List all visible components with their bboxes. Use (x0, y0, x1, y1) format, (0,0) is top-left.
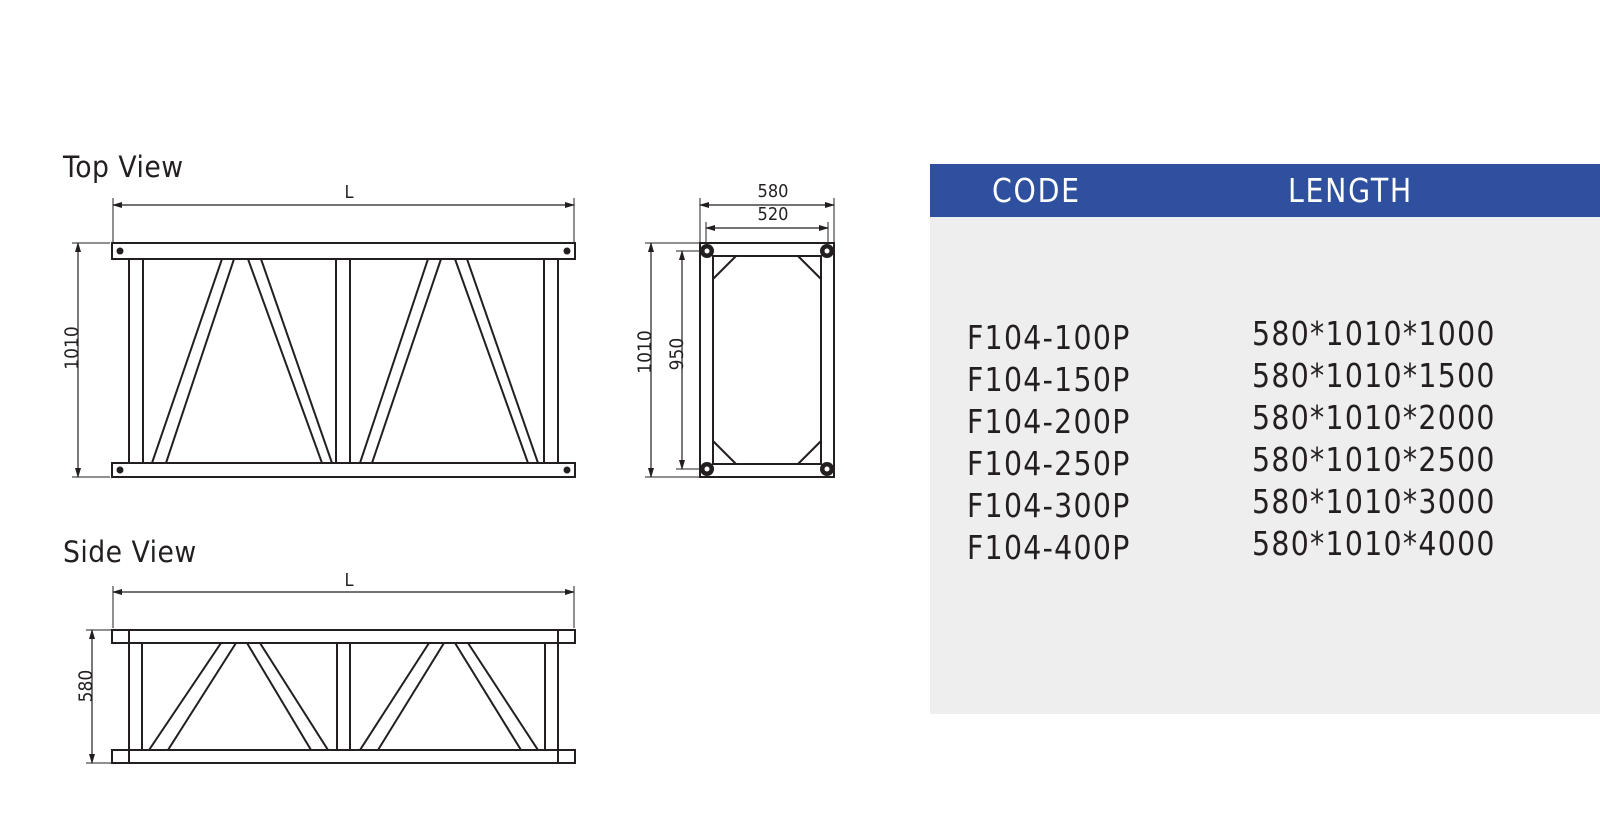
panel (465, 258, 545, 464)
end-post-left (128, 258, 144, 464)
row-length: 580*1010*2500 (1252, 440, 1496, 479)
top-view-height-dimension (72, 242, 110, 478)
side-top-chord (128, 629, 559, 644)
spec-table-header: CODE LENGTH (930, 164, 1600, 217)
connector-block (557, 749, 576, 764)
end-post-left (128, 642, 143, 751)
bottom-chord (111, 462, 576, 478)
end-post-right (543, 258, 559, 464)
row-code: F104-300P (967, 486, 1131, 525)
chord-tube-bore (704, 248, 710, 254)
row-code: F104-400P (967, 528, 1131, 567)
top-chord (111, 242, 576, 260)
end-view-inner-width-label: 520 (758, 204, 789, 225)
panel (370, 258, 530, 464)
top-view-length-label: L (344, 182, 353, 203)
middle-post (336, 642, 351, 751)
row-code: F104-200P (967, 402, 1131, 441)
connector-block (111, 629, 130, 644)
side-view-length-label: L (344, 570, 353, 591)
end-post-right (544, 642, 559, 751)
side-view-drawing (86, 586, 576, 764)
end-view-height-dimensions (645, 242, 702, 478)
side-view-height-dimension (86, 629, 112, 764)
row-code: F104-150P (967, 360, 1131, 399)
spec-table: CODE LENGTH F104-100P 580*1010*1000 F104… (930, 164, 1600, 714)
gusset (712, 440, 737, 465)
top-view-height-label: 1010 (61, 326, 83, 370)
row-length: 580*1010*1500 (1252, 356, 1496, 395)
panel (258, 642, 338, 751)
top-view-drawing (72, 198, 576, 478)
spec-table-body: F104-100P 580*1010*1000 F104-150P 580*10… (930, 314, 1600, 567)
column-header-length: LENGTH (1288, 171, 1413, 210)
end-view-outer-width-label: 580 (758, 181, 789, 202)
panel (142, 258, 224, 464)
middle-post (335, 258, 351, 464)
row-length: 580*1010*2000 (1252, 398, 1496, 437)
side-view-title: Side View (63, 535, 197, 569)
table-row: F104-200P 580*1010*2000 (930, 398, 1600, 441)
bolt-hole (116, 466, 124, 474)
side-view-height-label: 580 (75, 670, 97, 703)
connector-block (557, 629, 576, 644)
end-view-inner-height-label: 950 (666, 338, 688, 371)
end-frame-inner (712, 255, 822, 465)
panel (349, 258, 430, 464)
gusset (712, 255, 737, 280)
panel (259, 258, 337, 464)
gusset (797, 440, 822, 465)
bolt-hole (116, 247, 124, 255)
column-header-code: CODE (992, 171, 1081, 210)
row-code: F104-100P (967, 318, 1131, 357)
panel (349, 642, 431, 751)
panel (141, 642, 223, 751)
bolt-hole (563, 247, 571, 255)
table-row: F104-100P 580*1010*1000 (930, 314, 1600, 357)
chord-tube-bore (704, 466, 710, 472)
end-view-drawing (645, 198, 835, 478)
top-view-title: Top View (63, 150, 184, 184)
chord-tube-bore (824, 466, 830, 472)
end-frame-outer (699, 242, 835, 478)
bolt-hole (563, 466, 571, 474)
panel (166, 642, 313, 751)
connector-block (111, 749, 130, 764)
row-length: 580*1010*4000 (1252, 524, 1496, 563)
row-length: 580*1010*1000 (1252, 314, 1496, 353)
table-row: F104-150P 580*1010*1500 (930, 356, 1600, 399)
end-view-outer-height-label: 1010 (634, 330, 656, 374)
row-code: F104-250P (967, 444, 1131, 483)
table-row: F104-300P 580*1010*3000 (930, 482, 1600, 525)
table-row: F104-250P 580*1010*2500 (930, 440, 1600, 483)
side-view-length-dimension (112, 586, 575, 628)
panel (466, 642, 546, 751)
table-row: F104-400P 580*1010*4000 (930, 524, 1600, 567)
row-length: 580*1010*3000 (1252, 482, 1496, 521)
side-bottom-chord (128, 749, 559, 764)
end-view-width-dimensions (699, 198, 835, 247)
panel (376, 642, 523, 751)
panel (164, 258, 324, 464)
chord-tube-bore (824, 248, 830, 254)
gusset (797, 255, 822, 280)
top-view-length-dimension (112, 198, 575, 242)
